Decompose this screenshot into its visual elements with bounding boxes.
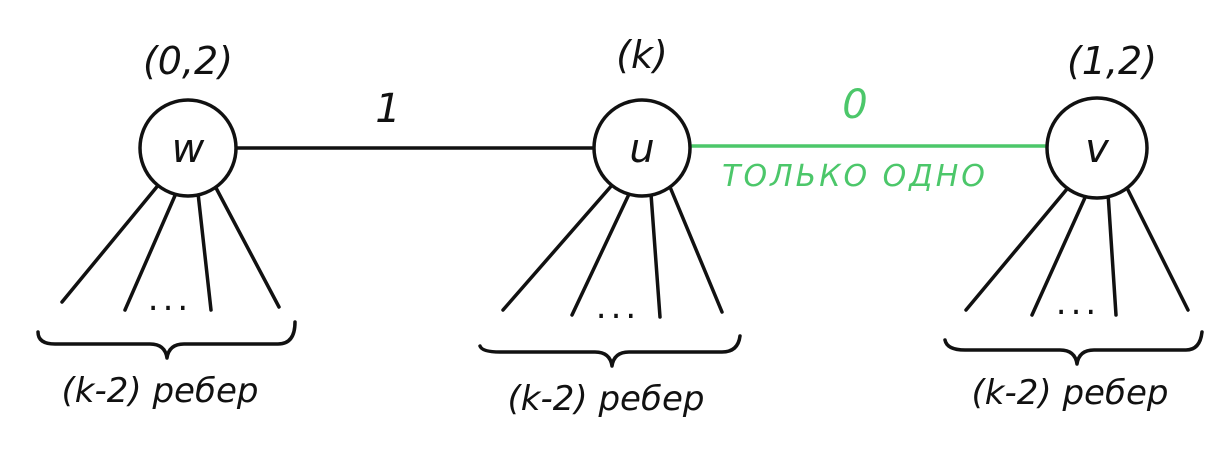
node-u-edge-2 — [570, 190, 632, 317]
edge-u-v-note: ТОЛЬКО ОДНО — [722, 159, 988, 194]
node-v-param: (1,2) — [1067, 39, 1157, 83]
node-u-circle — [592, 98, 692, 198]
node-v-brace — [943, 330, 1204, 366]
edge-u-v-weight: 0 — [842, 82, 867, 128]
node-w-count: (k-2) ребер — [62, 371, 259, 411]
node-u-dots: ... — [596, 287, 640, 327]
node-v-count: (k-2) ребер — [972, 373, 1169, 413]
node-w-dots: ... — [148, 279, 192, 319]
edge-w-u-weight: 1 — [375, 86, 400, 132]
node-u-edge-1 — [501, 182, 615, 312]
node-u-param: (k) — [616, 33, 668, 77]
node-u: (k) u ... (k-2) ребер — [478, 33, 742, 419]
node-w-brace — [36, 320, 297, 360]
node-w-edge-1 — [60, 181, 162, 304]
node-u-count: (k-2) ребер — [508, 379, 705, 419]
node-u-label: u — [629, 126, 654, 172]
node-u-edge-3 — [649, 192, 662, 319]
node-v: (1,2) v ... (k-2) ребер — [943, 39, 1204, 413]
node-u-edge-4 — [668, 185, 724, 314]
node-w: (0,2) w ... (k-2) ребер — [36, 39, 297, 411]
node-v-circle — [1045, 96, 1149, 200]
node-w-edge-3 — [196, 191, 213, 312]
node-w-param: (0,2) — [143, 39, 233, 83]
node-w-circle — [138, 98, 238, 198]
node-v-dots: ... — [1056, 283, 1100, 323]
node-v-edge-2 — [1030, 189, 1090, 317]
node-w-edge-2 — [123, 189, 179, 312]
node-v-edge-3 — [1106, 191, 1118, 317]
node-w-edge-4 — [213, 184, 281, 309]
node-w-label: w — [172, 126, 205, 172]
node-v-edge-4 — [1124, 184, 1190, 312]
node-v-edge-1 — [964, 181, 1074, 312]
node-u-brace — [478, 334, 742, 368]
node-v-label: v — [1085, 126, 1110, 172]
